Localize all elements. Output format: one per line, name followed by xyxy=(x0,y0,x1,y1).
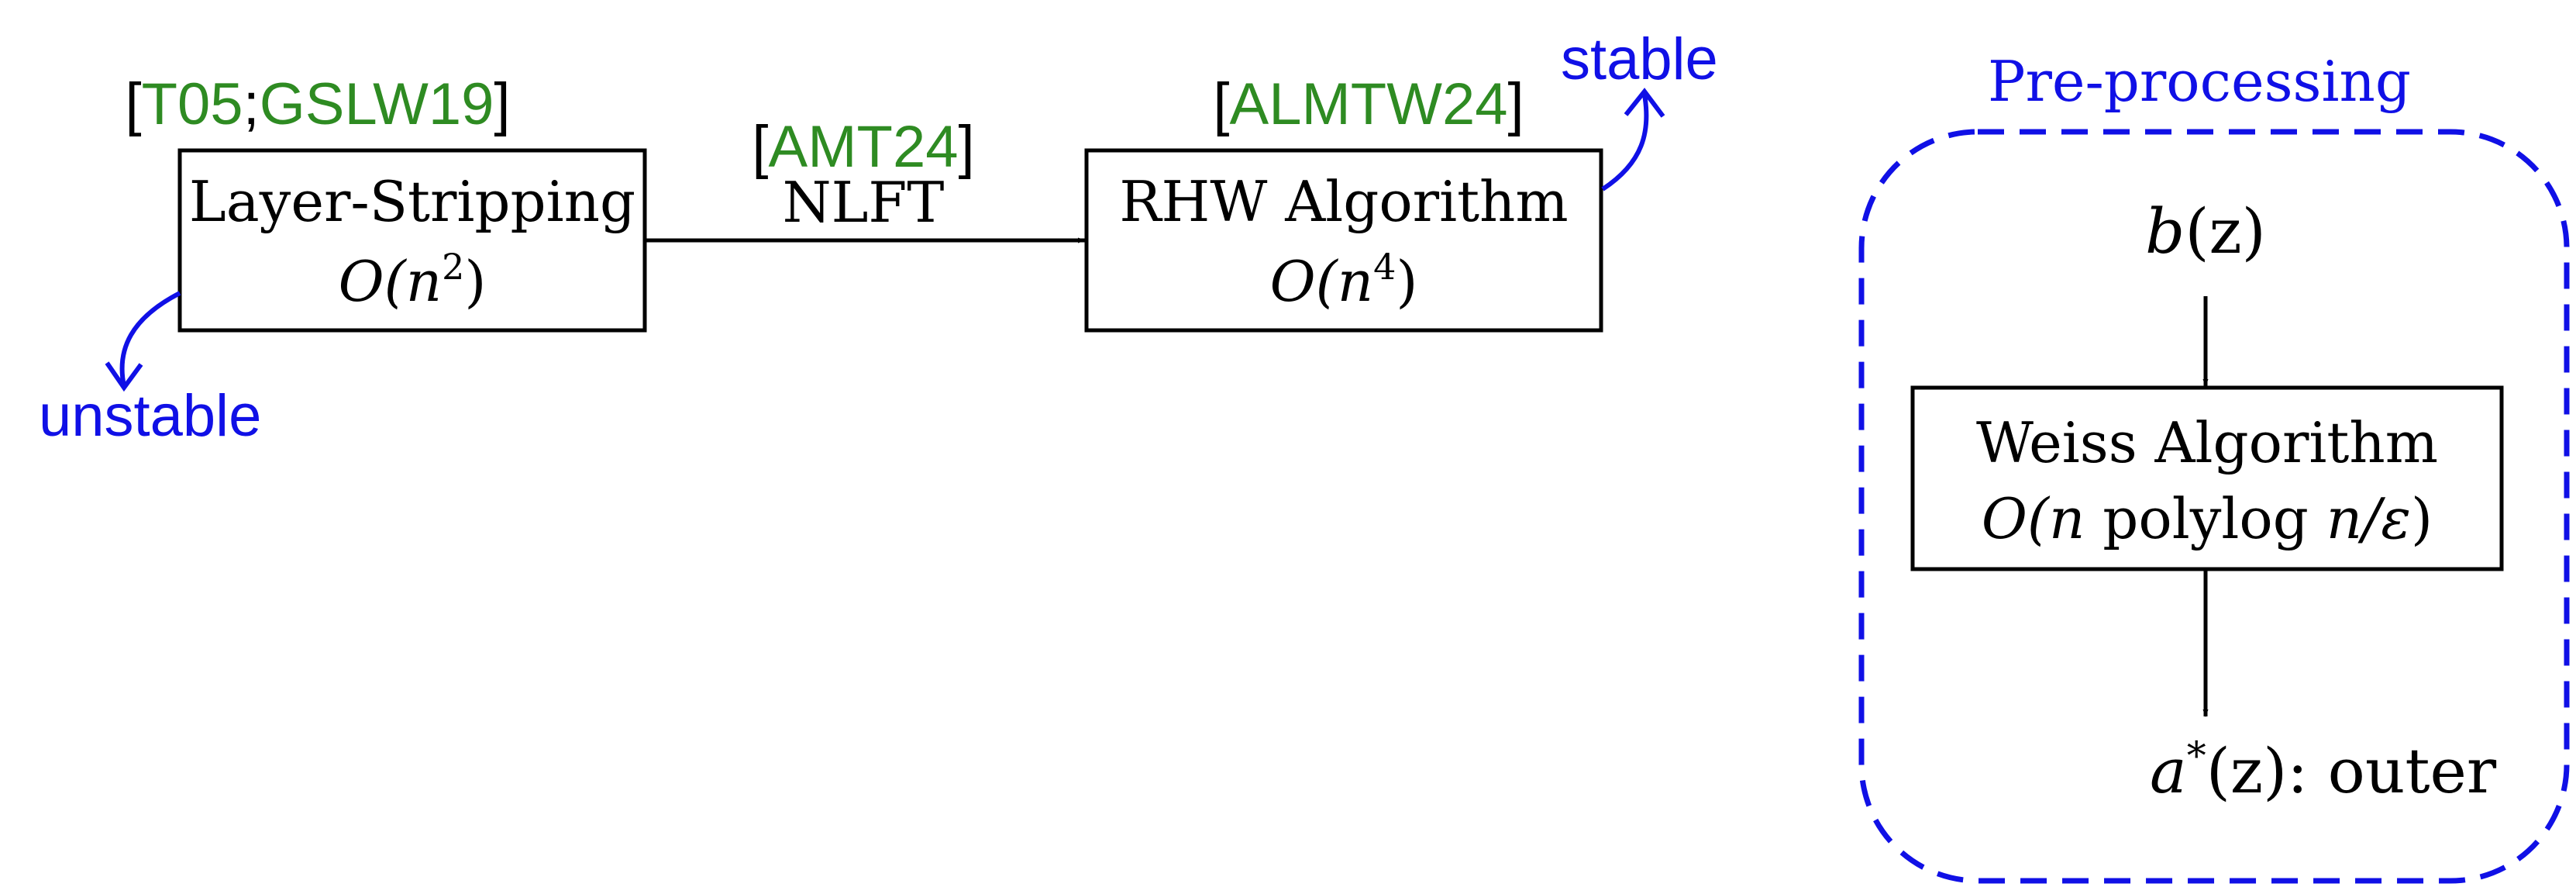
left-citation: [T05;GSLW19] xyxy=(125,71,510,137)
stable-arrowhead xyxy=(1624,88,1665,118)
stable-arrow xyxy=(1601,94,1649,192)
layer-stripping-title: Layer-Stripping xyxy=(189,169,635,234)
weiss-algorithm-box xyxy=(1910,385,2504,571)
preprocessing-region xyxy=(1858,129,2570,884)
rhw-algorithm-title: RHW Algorithm xyxy=(1119,169,1568,234)
unstable-arrowhead xyxy=(105,361,143,392)
weiss-algorithm-complexity: O(n polylog n/ε) xyxy=(1982,486,2433,551)
layer-stripping-complexity: O(n2) xyxy=(339,246,487,314)
stable-label: stable xyxy=(1561,26,1718,92)
rhw-algorithm-complexity: O(n4) xyxy=(1270,246,1418,314)
output-a-star-z: a*(z): outer xyxy=(2150,733,2497,807)
citation-ref-gslw19: GSLW19 xyxy=(260,71,494,137)
connector-label: NLFT xyxy=(783,170,945,235)
connector-citation: [AMT24] xyxy=(752,114,974,180)
preprocessing-title: Pre-processing xyxy=(1988,49,2411,114)
citation-ref-t05: T05 xyxy=(142,71,243,137)
citation-ref-almtw24: ALMTW24 xyxy=(1230,71,1508,137)
rhw-algorithm-box xyxy=(1084,148,1603,333)
weiss-algorithm-title: Weiss Algorithm xyxy=(1976,410,2438,475)
middle-citation: [ALMTW24] xyxy=(1213,71,1524,137)
unstable-arrow xyxy=(119,291,181,387)
layer-stripping-box xyxy=(177,148,647,333)
citation-ref-amt24: AMT24 xyxy=(769,114,959,180)
unstable-label: unstable xyxy=(39,383,261,449)
input-b-z: b(z) xyxy=(2145,195,2266,267)
